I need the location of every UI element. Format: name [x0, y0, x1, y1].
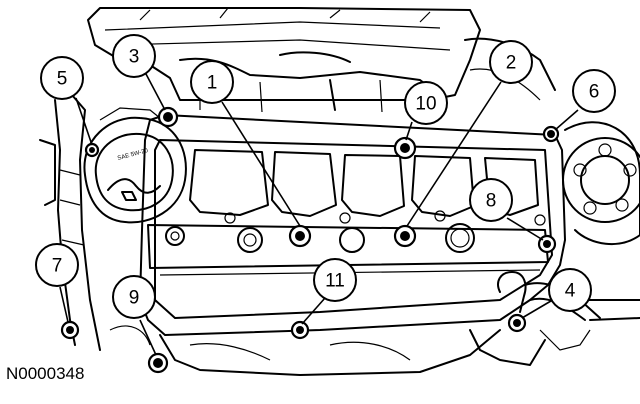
- bolt-1: [288, 224, 312, 248]
- callout-10: 10: [404, 81, 448, 125]
- leader-lines: [59, 73, 579, 356]
- cam-pulley: [562, 121, 640, 246]
- engine-block-left: [39, 94, 101, 351]
- bolt-5: [84, 142, 100, 158]
- callout-11-label: 11: [325, 271, 345, 292]
- callout-1: 1: [190, 60, 234, 104]
- callout-8: 8: [469, 178, 513, 222]
- callout-11: 11: [313, 258, 357, 302]
- callout-2-label: 2: [506, 53, 517, 74]
- callout-6-label: 6: [589, 82, 600, 103]
- bolts: [60, 106, 560, 374]
- callout-7-label: 7: [52, 256, 63, 277]
- callout-6: 6: [572, 69, 616, 113]
- bolt-11: [290, 320, 310, 340]
- callout-8-label: 8: [486, 191, 497, 212]
- callout-4: 4: [548, 268, 592, 312]
- callout-7: 7: [35, 243, 79, 287]
- figure-id-label: N0000348: [6, 364, 85, 383]
- bolt-3: [157, 106, 179, 128]
- callout-3: 3: [112, 34, 156, 78]
- valve-cover: [139, 114, 640, 336]
- callout-10-label: 10: [415, 94, 436, 115]
- bolt-7: [60, 320, 80, 340]
- bolt-10: [393, 136, 417, 160]
- callout-5: 5: [40, 56, 84, 100]
- bolt-9: [147, 352, 169, 374]
- callout-3-label: 3: [129, 47, 140, 68]
- callout-9-label: 9: [129, 288, 140, 309]
- bolt-4: [507, 313, 527, 333]
- callouts: 1 2 3 4 5 6 7 8: [35, 34, 616, 319]
- callout-5-label: 5: [57, 69, 68, 90]
- callout-9: 9: [112, 275, 156, 319]
- lower-engine-details: [109, 325, 591, 376]
- callout-1-label: 1: [207, 73, 218, 94]
- callout-2: 2: [489, 40, 533, 84]
- callout-4-label: 4: [565, 281, 576, 302]
- bolt-6: [542, 125, 560, 143]
- bolt-2: [393, 224, 417, 248]
